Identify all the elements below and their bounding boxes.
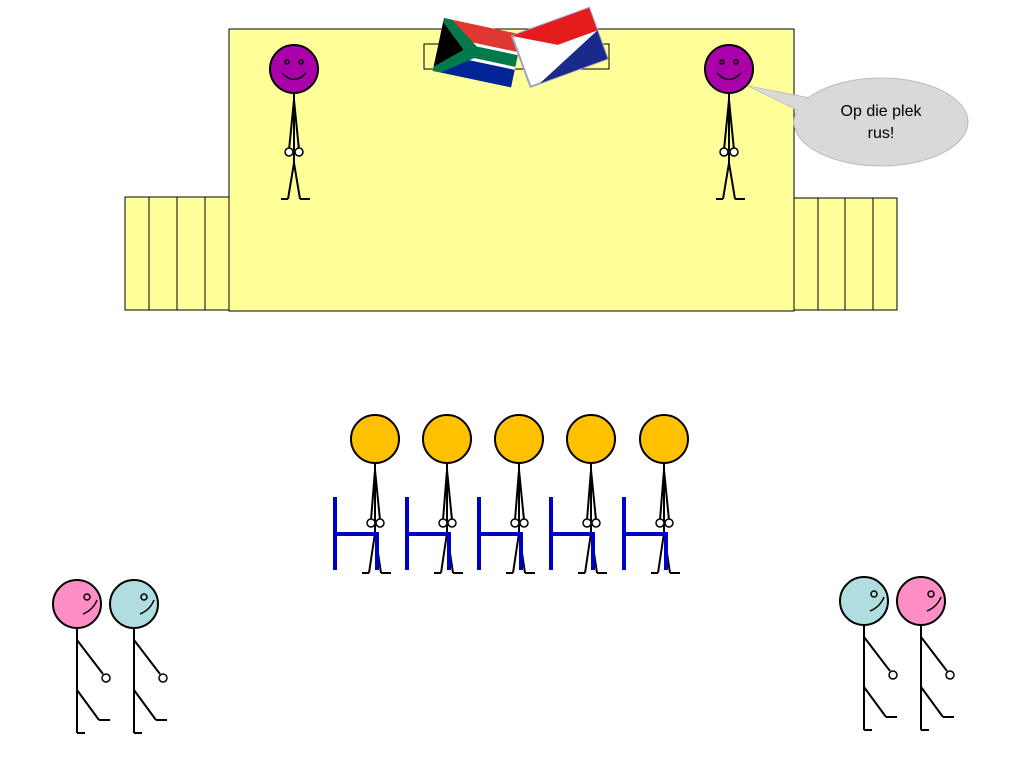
speech-bubble-line-2: rus! [868,125,895,142]
old-south-africa-flag [510,6,609,89]
speaker-left [269,44,319,200]
speech-bubble: Op die plek rus! [747,77,969,167]
speaker-right-head [704,44,754,94]
speaker-left-head [269,44,319,94]
speaker-right [704,44,754,200]
audience-row [333,414,689,574]
seated-figure [333,414,400,574]
walking-figure-blue-left [109,579,168,734]
seated-figure [622,414,689,574]
seated-figure [405,414,472,574]
stage-steps-left [124,196,230,311]
walking-figure-blue-right [839,576,898,731]
stage-steps-right [793,197,898,311]
south-africa-flag [432,18,523,88]
seated-figure [549,414,616,574]
speech-bubble-line-1: Op die plek [841,103,923,120]
walking-figure-pink-left [52,579,111,734]
seated-figure [477,414,544,574]
walking-figure-pink-right [896,576,955,731]
